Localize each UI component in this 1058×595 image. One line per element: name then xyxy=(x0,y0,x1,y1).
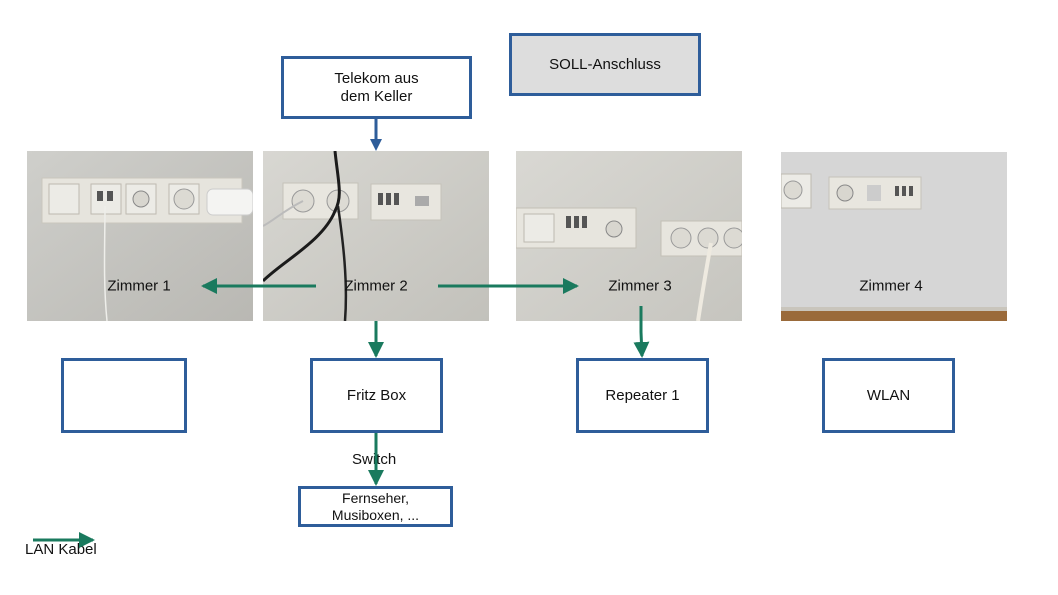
room-label-zimmer-4: Zimmer 4 xyxy=(859,277,923,295)
telekom-source-box: Telekom aus dem Keller xyxy=(281,56,472,119)
repeater-box: Repeater 1 xyxy=(576,358,709,433)
fritz-box-text: Fritz Box xyxy=(346,386,407,404)
fritz-box: Fritz Box xyxy=(310,358,443,433)
legend-label: LAN Kabel xyxy=(25,541,97,558)
wlan-box-text: WLAN xyxy=(866,386,911,404)
wall-photo-2 xyxy=(263,151,489,321)
room-photo-zimmer-3 xyxy=(516,151,742,321)
wall-photo-3 xyxy=(516,151,742,321)
title-box: SOLL-Anschluss xyxy=(509,33,701,96)
room-photo-zimmer-2 xyxy=(263,151,489,321)
wall-photo-1 xyxy=(27,151,253,321)
switch-label: Switch xyxy=(352,451,397,468)
endpoint-box: Fernseher, Musiboxen, ... xyxy=(298,486,453,527)
room-label-zimmer-3: Zimmer 3 xyxy=(608,277,672,295)
wall-photo-4 xyxy=(781,152,1007,321)
zimmer-1-device-box xyxy=(61,358,187,433)
room-label-zimmer-2: Zimmer 2 xyxy=(344,277,408,295)
room-label-zimmer-1: Zimmer 1 xyxy=(107,277,171,295)
wlan-box: WLAN xyxy=(822,358,955,433)
repeater-box-text: Repeater 1 xyxy=(605,386,680,404)
title-text: SOLL-Anschluss xyxy=(549,55,661,73)
endpoint-box-text: Fernseher, Musiboxen, ... xyxy=(331,489,420,523)
room-photo-zimmer-1 xyxy=(27,151,253,321)
telekom-source-text: Telekom aus dem Keller xyxy=(334,69,419,105)
room-photo-zimmer-4 xyxy=(781,152,1007,321)
